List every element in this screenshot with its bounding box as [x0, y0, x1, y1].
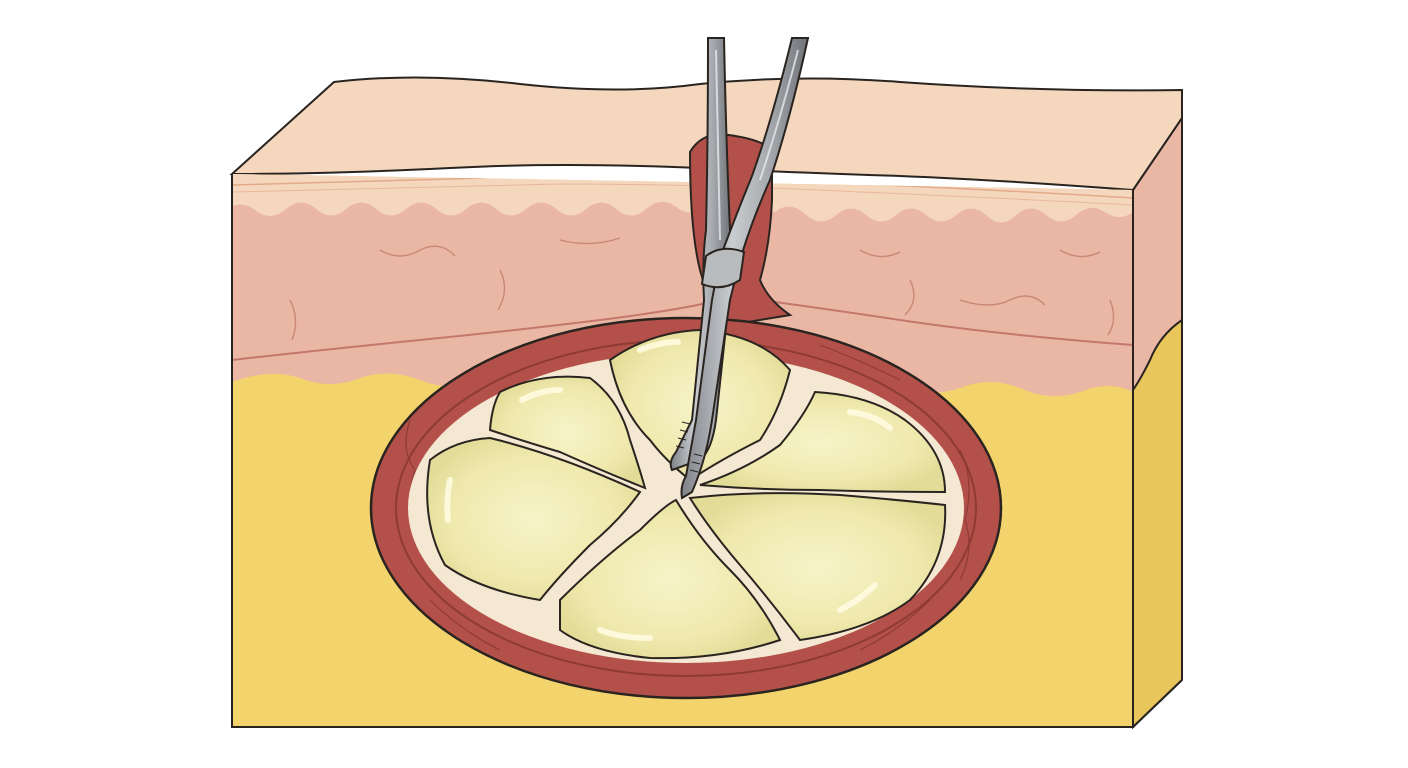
pus-loculus-left: [426, 436, 642, 602]
forceps-joint: [700, 247, 746, 289]
pus-highlights: [444, 339, 893, 641]
pus-loculations: [426, 328, 947, 660]
forceps-arm-right: [680, 37, 810, 500]
pus-loculus-upper-right: [699, 390, 947, 494]
dermis-layer: [232, 174, 1133, 397]
block-side-dermis: [1132, 114, 1183, 394]
forceps-icon: [669, 37, 810, 500]
dermal-vessels: [289, 237, 1115, 341]
pus-loculus-bottom: [559, 498, 782, 660]
block-edge-line: [1132, 679, 1183, 728]
forceps-serrations: [675, 421, 703, 473]
block-front-outline: [231, 174, 1134, 728]
capsule-vessels: [405, 344, 970, 651]
dermis-boundary: [232, 299, 1133, 361]
epidermis-stripe: [232, 183, 1133, 206]
pus-loculus-upper-left: [488, 375, 647, 490]
pus-loculus-right: [688, 492, 947, 642]
